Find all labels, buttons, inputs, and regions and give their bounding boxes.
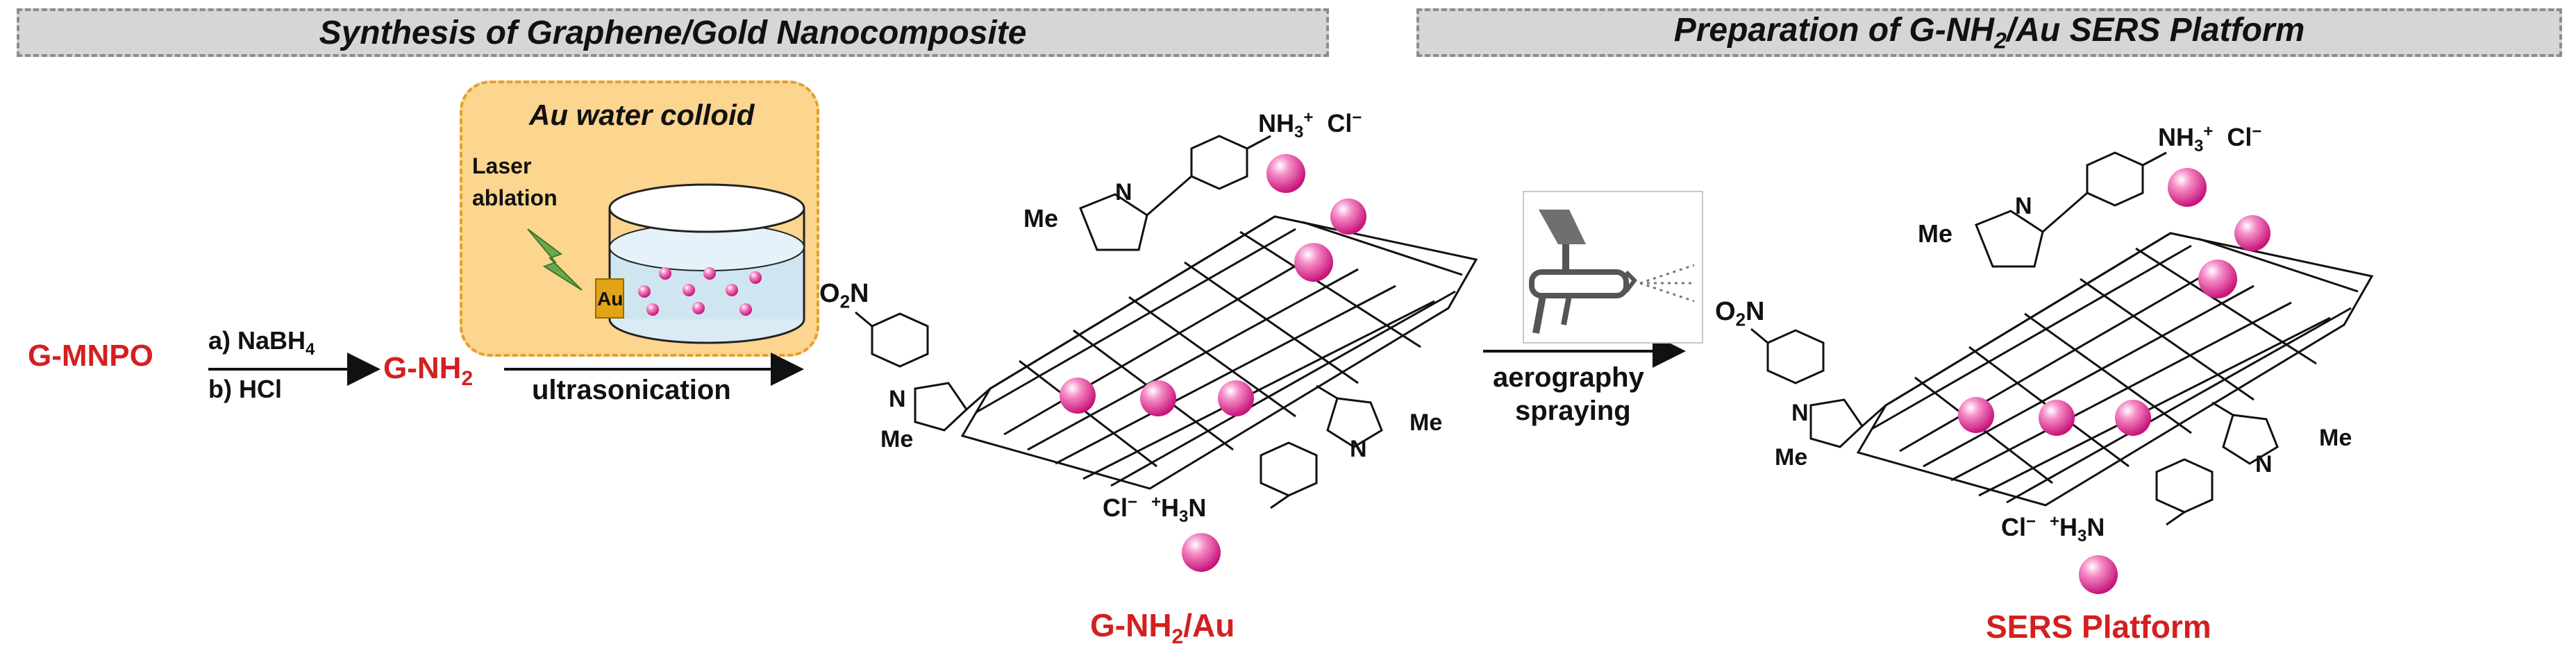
beaker-icon: Au bbox=[595, 183, 805, 344]
aryl-rings-right bbox=[1750, 151, 2279, 526]
preparation-banner: Preparation of G-NH2/Au SERS Platform bbox=[1416, 8, 2562, 57]
aerography-label: aerography bbox=[1493, 362, 1644, 393]
preparation-banner-text: Preparation of G-NH2/Au SERS Platform bbox=[1673, 12, 2305, 53]
me-top-label: Me bbox=[1023, 204, 1059, 232]
aryl-rings-middle bbox=[855, 135, 1383, 509]
graphene-sheet-middle bbox=[960, 215, 1478, 490]
sers-platform-label: SERS Platform bbox=[1986, 609, 2211, 645]
me-right-top-label: Me bbox=[1918, 219, 1953, 248]
me-right-left-label: Me bbox=[1775, 444, 1808, 471]
g-nh2-au-label: G-NH2/Au bbox=[1090, 607, 1235, 649]
au-target-label: Au bbox=[597, 288, 623, 310]
gold-nanoparticles-middle bbox=[1060, 154, 1366, 572]
nh3-right-top-label: NH3+ Cl− bbox=[2158, 122, 2262, 156]
me-right-right-label: Me bbox=[2319, 425, 2352, 451]
n-left-label: N bbox=[889, 386, 906, 412]
colloid-title: Au water colloid bbox=[529, 99, 755, 131]
n-right-left-label: N bbox=[1791, 400, 1809, 426]
g-nh2-label: G-NH2 bbox=[383, 351, 474, 390]
cl-h3n-bottom-label: Cl− +H3N bbox=[1103, 493, 1207, 527]
graphene-sheet-right bbox=[1856, 232, 2374, 507]
me-right-label: Me bbox=[1410, 409, 1443, 436]
nh3-top-label: NH3+ Cl− bbox=[1258, 108, 1362, 142]
colloid-nanoparticles bbox=[638, 267, 762, 316]
synthesis-banner-text: Synthesis of Graphene/Gold Nanocomposite bbox=[319, 14, 1027, 51]
g-mnpo-label: G-MNPO bbox=[28, 339, 153, 373]
synthesis-banner: Synthesis of Graphene/Gold Nanocomposite bbox=[17, 8, 1329, 57]
spraying-label: spraying bbox=[1515, 396, 1631, 426]
cl-h3n-right-label: Cl− +H3N bbox=[2001, 512, 2105, 546]
gold-nanoparticles-right bbox=[1958, 168, 2270, 594]
laser-bolt-icon bbox=[527, 228, 583, 291]
no2-left-label: O2N bbox=[819, 279, 869, 312]
me-left-label: Me bbox=[880, 426, 914, 452]
laser-label-line2: ablation bbox=[472, 185, 558, 210]
ultrasonication-label: ultrasonication bbox=[532, 375, 731, 405]
laser-label-line1: Laser bbox=[472, 153, 532, 178]
reagent-b-label: b) HCl bbox=[208, 375, 282, 403]
no2-right-label: O2N bbox=[1715, 297, 1765, 330]
airbrush-icon bbox=[1523, 191, 1703, 344]
reagent-a-label: a) NaBH4 bbox=[208, 326, 315, 359]
laser-label: Laser ablation bbox=[472, 150, 558, 214]
